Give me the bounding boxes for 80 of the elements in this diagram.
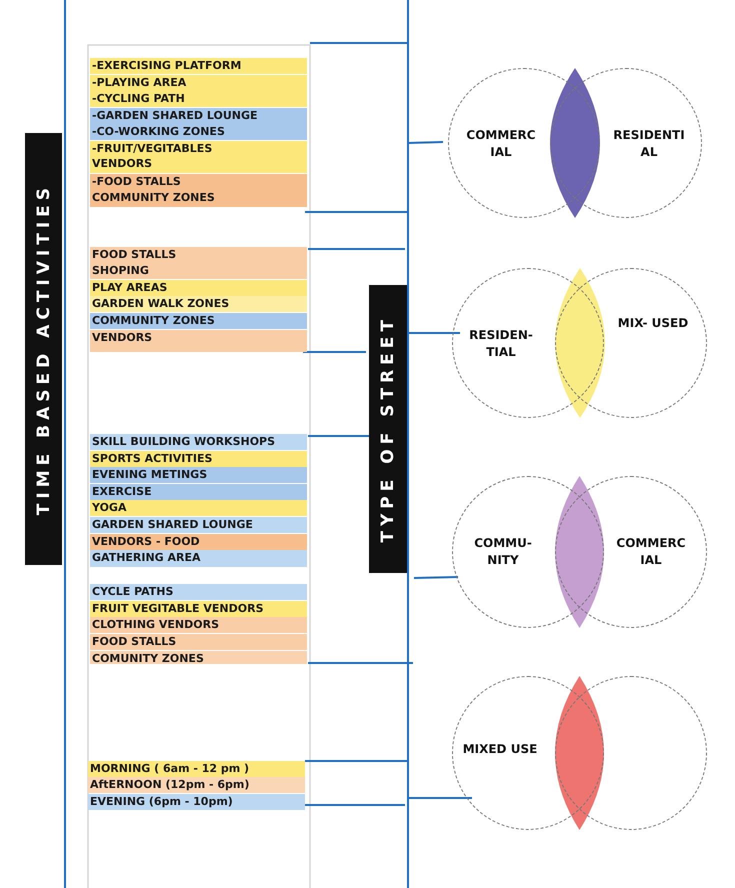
activity-label: FRUIT VEGITABLE VENDORS <box>92 601 264 616</box>
activity-row <box>90 617 307 633</box>
activity-label: CLOTHING VENDORS <box>92 617 220 632</box>
street-type-label: COMMERC IAL <box>615 535 687 569</box>
activity-label: COMUNITY ZONES <box>92 651 204 666</box>
activity-row <box>90 467 307 483</box>
activity-label: GATHERING AREA <box>92 550 201 565</box>
overlap-lens <box>555 676 604 830</box>
activity-label: COMMUNITY ZONES <box>92 190 215 205</box>
activity-row <box>90 296 307 312</box>
activity-row <box>90 263 307 279</box>
street-type-label: COMMERC IAL <box>465 127 537 161</box>
activity-label: -CYCLING PATH <box>92 91 185 106</box>
activity-row <box>90 434 307 450</box>
band-title: TIME BASED ACTIVITIES <box>34 182 54 516</box>
title-band <box>25 133 62 565</box>
dashed-circle <box>555 476 707 628</box>
activity-label: SKILL BUILDING WORKSHOPS <box>92 434 276 449</box>
activity-label: CYCLE PATHS <box>92 584 174 599</box>
activity-label: -EXERCISING PLATFORM <box>92 58 242 73</box>
activity-row <box>90 534 307 550</box>
activity-row <box>90 634 307 650</box>
dashed-circle <box>452 676 604 830</box>
overlap-lens <box>555 476 604 628</box>
overlap-lens <box>555 268 605 418</box>
activity-label: FOOD STALLS <box>92 634 176 649</box>
activity-label: EVENING METINGS <box>92 467 208 482</box>
activity-row <box>90 58 307 74</box>
activity-row <box>90 174 307 190</box>
activity-label: GARDEN WALK ZONES <box>92 296 230 311</box>
activity-label: -FOOD STALLS <box>92 174 181 189</box>
activity-label: PLAY AREAS <box>92 280 168 295</box>
street-type-label: COMMU- NITY <box>473 535 533 569</box>
activity-label: VENDORS <box>92 330 152 345</box>
activity-label: COMMUNITY ZONES <box>92 313 215 328</box>
activity-label: -GARDEN SHARED LOUNGE <box>92 108 258 123</box>
activity-label: EXERCISE <box>92 484 152 499</box>
activity-label: FOOD STALLS <box>92 247 176 262</box>
street-type-label: RESIDEN- TIAL <box>468 327 534 361</box>
activity-label: -CO-WORKING ZONES <box>92 124 225 139</box>
activity-row <box>90 500 307 516</box>
activity-row <box>90 247 307 263</box>
activity-row <box>90 451 307 467</box>
title-band <box>369 285 407 573</box>
activity-label: VENDORS - FOOD <box>92 534 200 549</box>
activity-label: -FRUIT/VEGITABLES VENDORS <box>92 141 214 171</box>
legend-label: AftERNOON (12pm - 6pm) <box>90 777 250 792</box>
band-title: TYPE OF STREET <box>378 315 398 543</box>
dashed-circle <box>555 676 707 830</box>
activity-row <box>90 484 307 500</box>
street-type-label: MIX- USED <box>616 315 690 332</box>
activity-row <box>90 330 307 352</box>
overlap-lens <box>550 68 600 218</box>
dashed-circle <box>550 68 702 218</box>
activity-label: SHOPING <box>92 263 149 278</box>
activity-row <box>90 91 307 107</box>
activity-row <box>90 601 307 617</box>
street-type-label: RESIDENTI AL <box>612 127 686 161</box>
dashed-circle <box>448 68 600 218</box>
activity-row <box>90 584 307 600</box>
activity-row <box>90 517 307 533</box>
activity-row <box>90 280 307 296</box>
legend-label: EVENING (6pm - 10pm) <box>90 794 233 809</box>
activity-row <box>90 108 307 124</box>
street-type-label: MIXED USE <box>462 741 538 758</box>
activity-row <box>90 124 307 140</box>
activity-label: SPORTS ACTIVITIES <box>92 451 212 466</box>
activity-label: GARDEN SHARED LOUNGE <box>92 517 253 532</box>
legend-label: MORNING ( 6am - 12 pm ) <box>90 761 250 776</box>
activity-label: -PLAYING AREA <box>92 75 186 90</box>
activity-label: YOGA <box>92 500 126 515</box>
dashed-circle <box>452 268 604 418</box>
activity-row <box>90 141 307 173</box>
activity-row <box>90 651 307 664</box>
dashed-circle <box>452 476 604 628</box>
dashed-circle <box>555 268 707 418</box>
activity-row <box>90 75 307 91</box>
activity-row <box>90 190 307 207</box>
activity-row <box>90 313 307 329</box>
activity-row <box>90 550 307 567</box>
